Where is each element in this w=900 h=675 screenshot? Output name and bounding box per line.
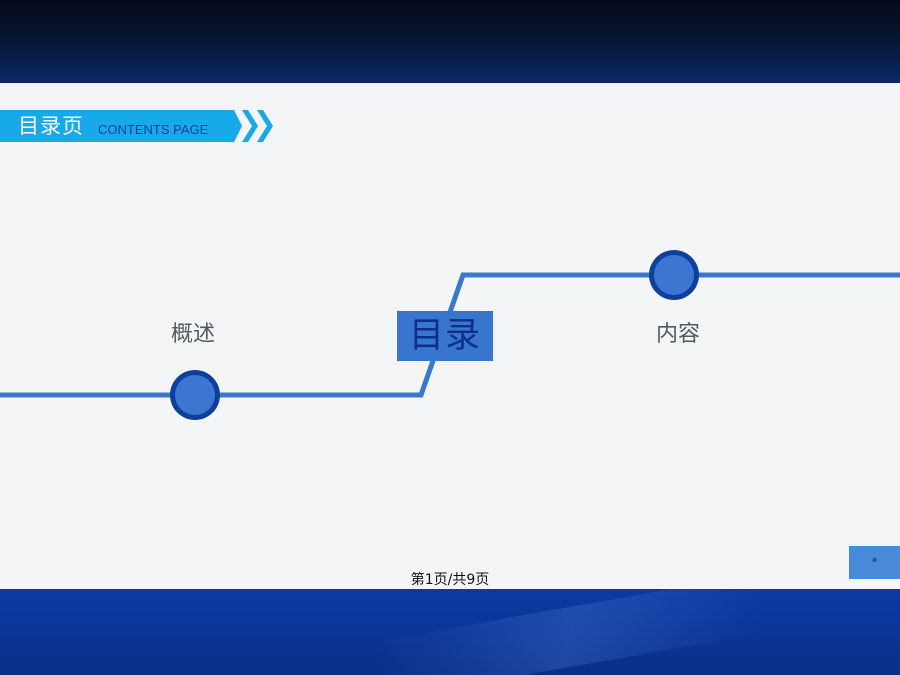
timeline-node-right[interactable] <box>649 250 699 300</box>
bottom-footer-band <box>0 589 900 675</box>
page-number: 第1页/共9页 <box>410 572 490 588</box>
timeline-center-box[interactable]: 目录 <box>397 311 493 361</box>
page-title: 目录页 <box>18 114 84 138</box>
timeline-node-left[interactable] <box>170 370 220 420</box>
timeline-label-left[interactable]: 概述 <box>171 322 216 347</box>
page-subtitle: CONTENTS PAGE <box>98 122 209 137</box>
timeline-label-right[interactable]: 内容 <box>656 322 701 347</box>
top-header-band <box>0 0 900 83</box>
corner-badge: * <box>849 546 900 579</box>
title-banner <box>0 110 242 142</box>
